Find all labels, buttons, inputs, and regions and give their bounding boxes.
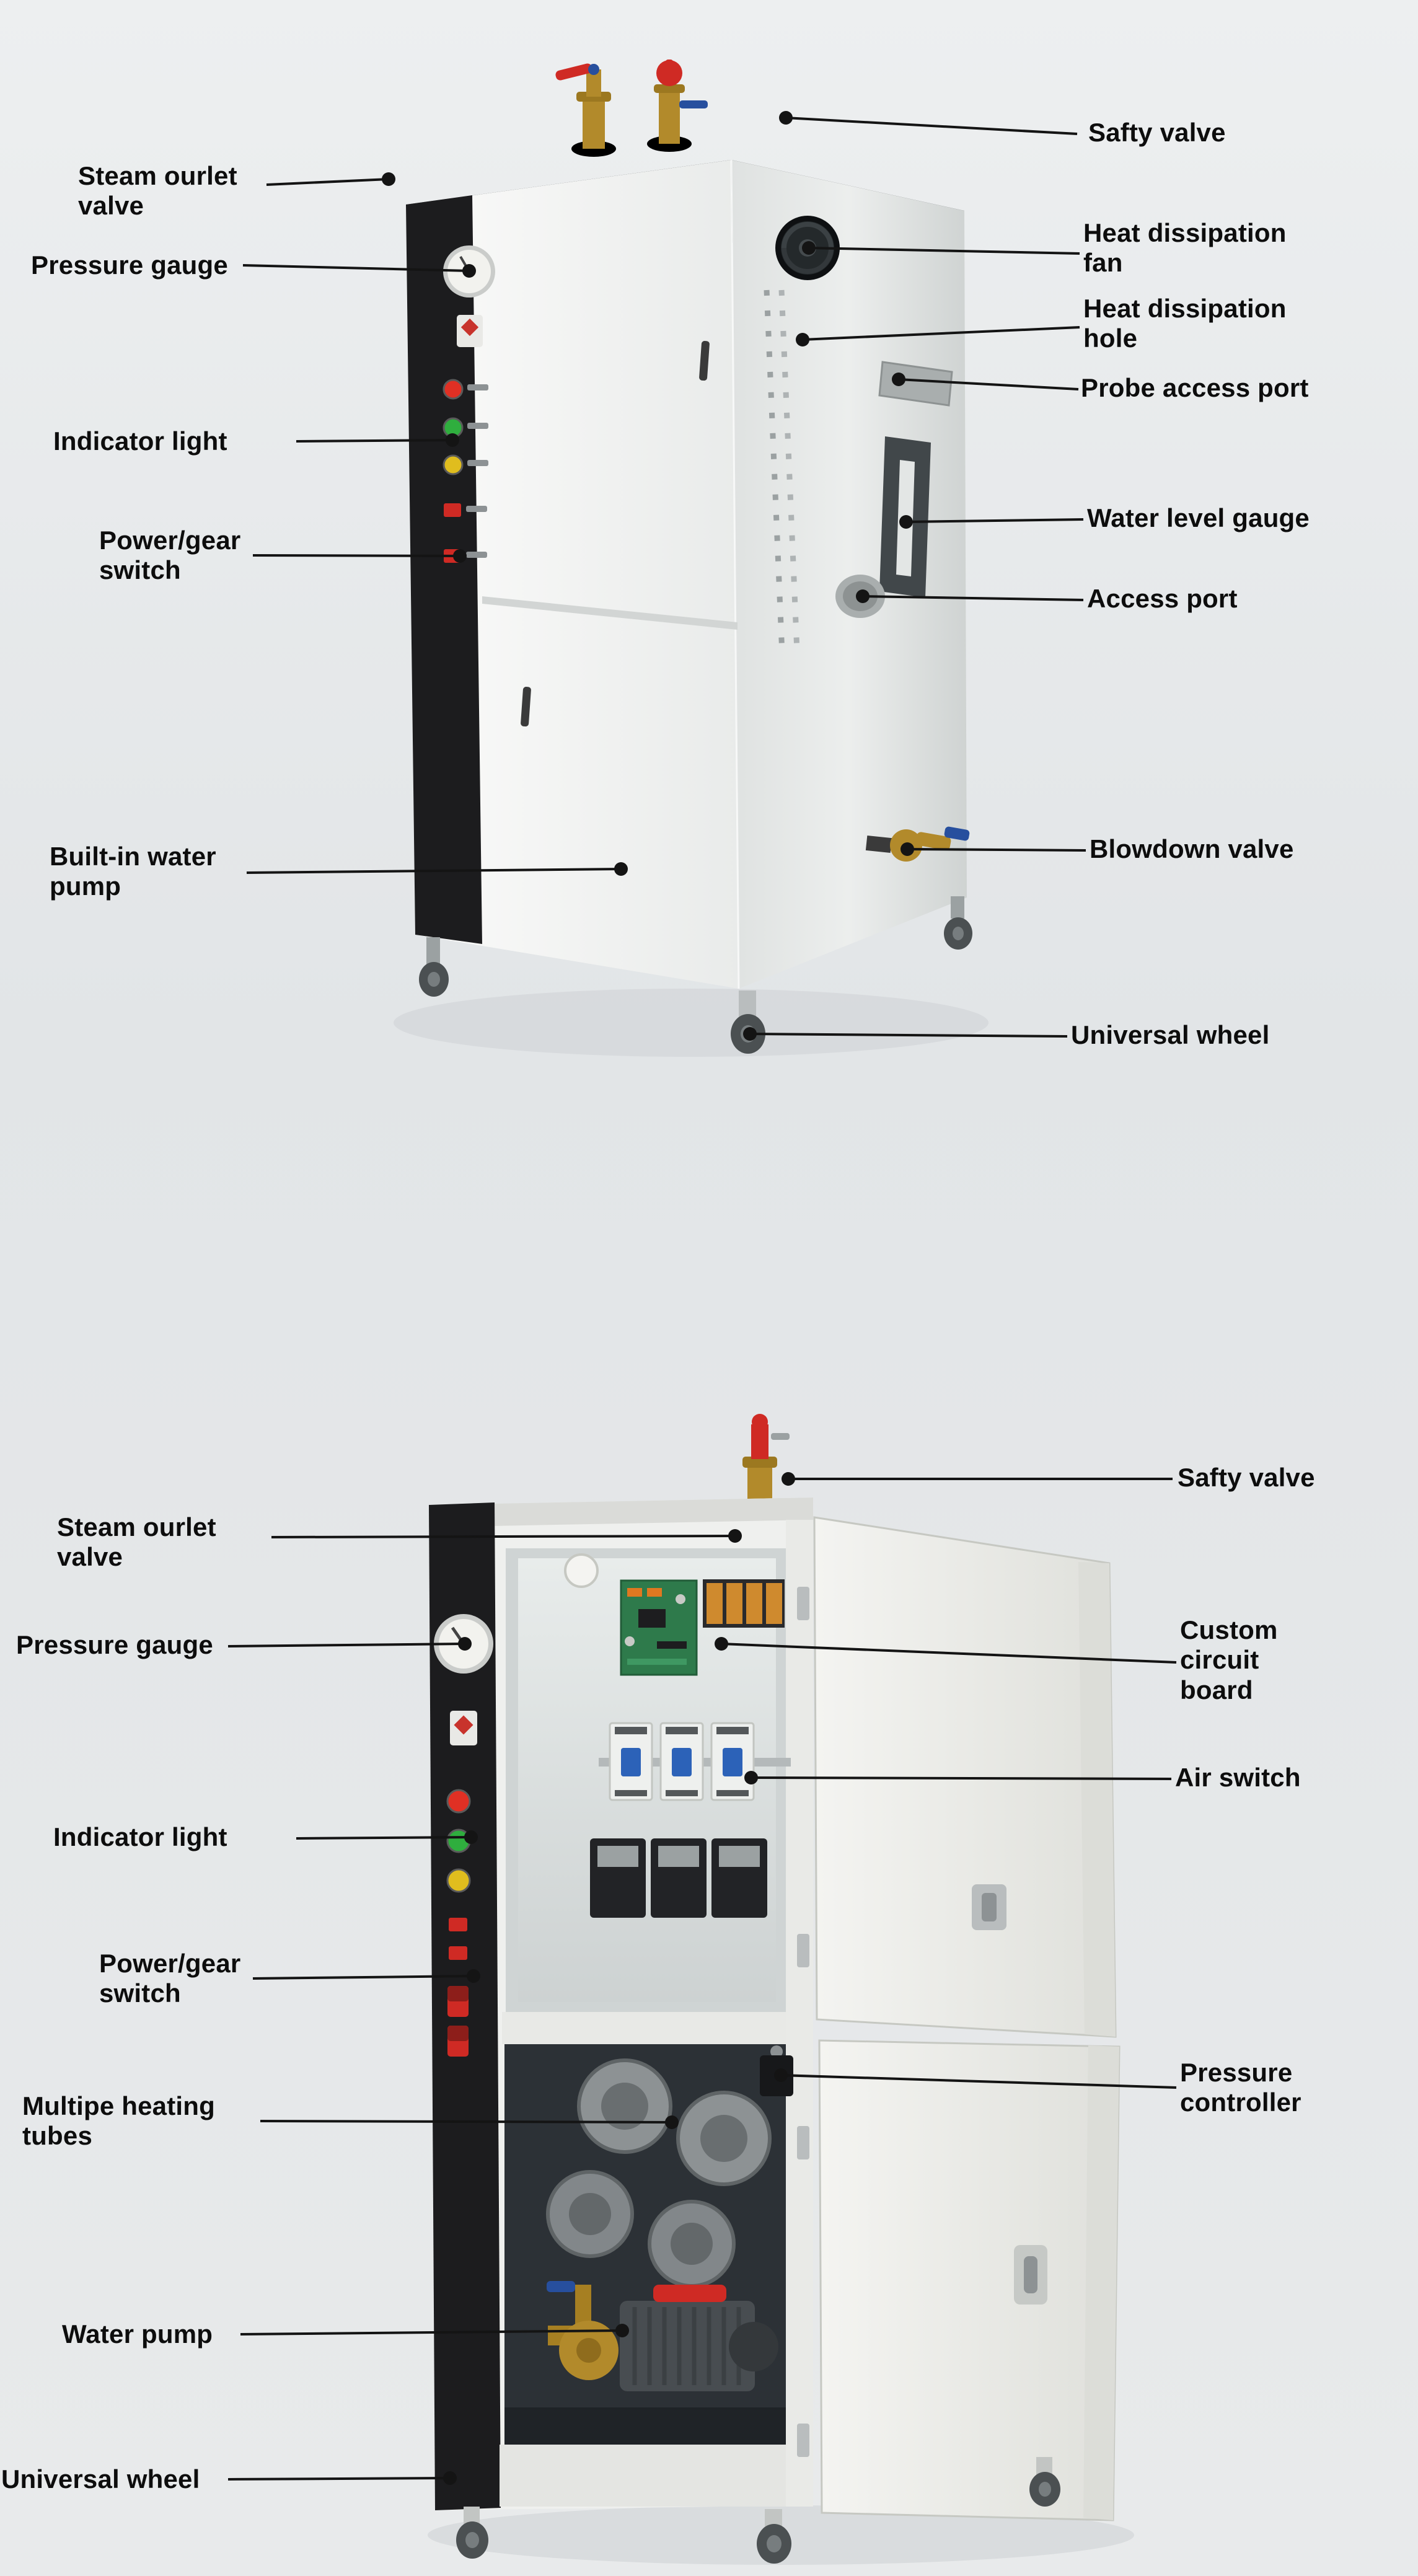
exterior-view-illustration: [394, 60, 989, 1057]
cabinet-top-rail: [429, 1498, 813, 1527]
front-edge-highlight: [730, 159, 740, 989]
cable-gland: [564, 1553, 599, 1588]
custom-circuit-board: [620, 1579, 698, 1676]
middle-shelf: [502, 2012, 798, 2044]
lower-door-handle: [521, 686, 531, 727]
label-interior-indicator-light: Indicator light: [53, 1822, 227, 1851]
label-interior-water-pump: Water pump: [62, 2319, 213, 2349]
lower-compartment-floor: [504, 2407, 788, 2448]
door-hinges: [797, 1587, 809, 2457]
control-panel-strip: [406, 195, 482, 944]
contactors: [590, 1838, 767, 1918]
safety-valve-exterior: [654, 60, 708, 144]
floor-shadow: [394, 989, 989, 1057]
upper-door-handle: [699, 340, 710, 381]
callout-dots: [382, 111, 914, 2485]
label-exterior-heat-dissipation-hole: Heat dissipation hole: [1083, 294, 1287, 353]
brand-badge: [457, 315, 483, 347]
door-seam: [482, 596, 738, 630]
upper-door-open: [813, 1516, 1117, 2038]
label-exterior-water-level-gauge: Water level gauge: [1087, 503, 1310, 532]
door-frame-column: [786, 1520, 813, 2507]
label-exterior-probe-access-port: Probe access port: [1081, 373, 1309, 402]
label-interior-universal-wheel: Universal wheel: [1, 2464, 200, 2494]
power-gear-switches-interior: [447, 1918, 469, 2057]
air-switches: [599, 1722, 791, 1801]
label-interior-power-gear-switch: Power/gear switch: [99, 1949, 241, 2008]
label-interior-pressure-gauge: Pressure gauge: [16, 1630, 213, 1659]
water-pump: [547, 2281, 778, 2391]
label-exterior-blowdown-valve: Blowdown valve: [1090, 834, 1294, 863]
label-exterior-steam-outlet-valve: Steam ourlet valve: [78, 161, 237, 221]
steam-outlet-valve: [555, 63, 611, 149]
indicator-lights-exterior: [443, 379, 488, 475]
door-handle: [1014, 2245, 1047, 2305]
cabinet-front-face: [406, 160, 739, 989]
cabinet-side-face: [731, 160, 967, 989]
label-exterior-indicator-light: Indicator light: [53, 426, 227, 456]
label-exterior-universal-wheel: Universal wheel: [1071, 1020, 1270, 1049]
label-exterior-pressure-gauge: Pressure gauge: [31, 250, 228, 280]
label-interior-multiple-heating-tubes: Multipe heating tubes: [22, 2091, 215, 2151]
interior-view-illustration: [428, 1414, 1134, 2565]
door-latch: [972, 1884, 1006, 1930]
lower-door-open: [818, 2039, 1121, 2521]
blowdown-valve: [865, 826, 970, 862]
heating-tube-flanges: [546, 2058, 772, 2288]
label-interior-safety-valve: Safty valve: [1178, 1463, 1315, 1492]
label-exterior-safety-valve: Safty valve: [1088, 118, 1226, 147]
label-exterior-power-gear-switch: Power/gear switch: [99, 526, 241, 585]
label-interior-air-switch: Air switch: [1175, 1763, 1301, 1792]
label-exterior-built-in-water-pump: Built-in water pump: [50, 842, 216, 901]
label-exterior-heat-dissipation-fan: Heat dissipation fan: [1083, 218, 1287, 278]
bottom-rail: [500, 2445, 799, 2507]
label-interior-steam-outlet-valve: Steam ourlet valve: [57, 1512, 216, 1572]
caster-wheels-interior: [456, 2457, 1060, 2564]
label-interior-pressure-controller: Pressure controller: [1180, 2058, 1301, 2117]
label-interior-custom-circuit-board: Custom circuit board: [1180, 1615, 1278, 1705]
terminal-blocks: [703, 1579, 785, 1628]
label-exterior-access-port: Access port: [1087, 584, 1238, 613]
brand-badge-interior: [450, 1711, 477, 1745]
leader-lines: [227, 117, 1177, 2481]
